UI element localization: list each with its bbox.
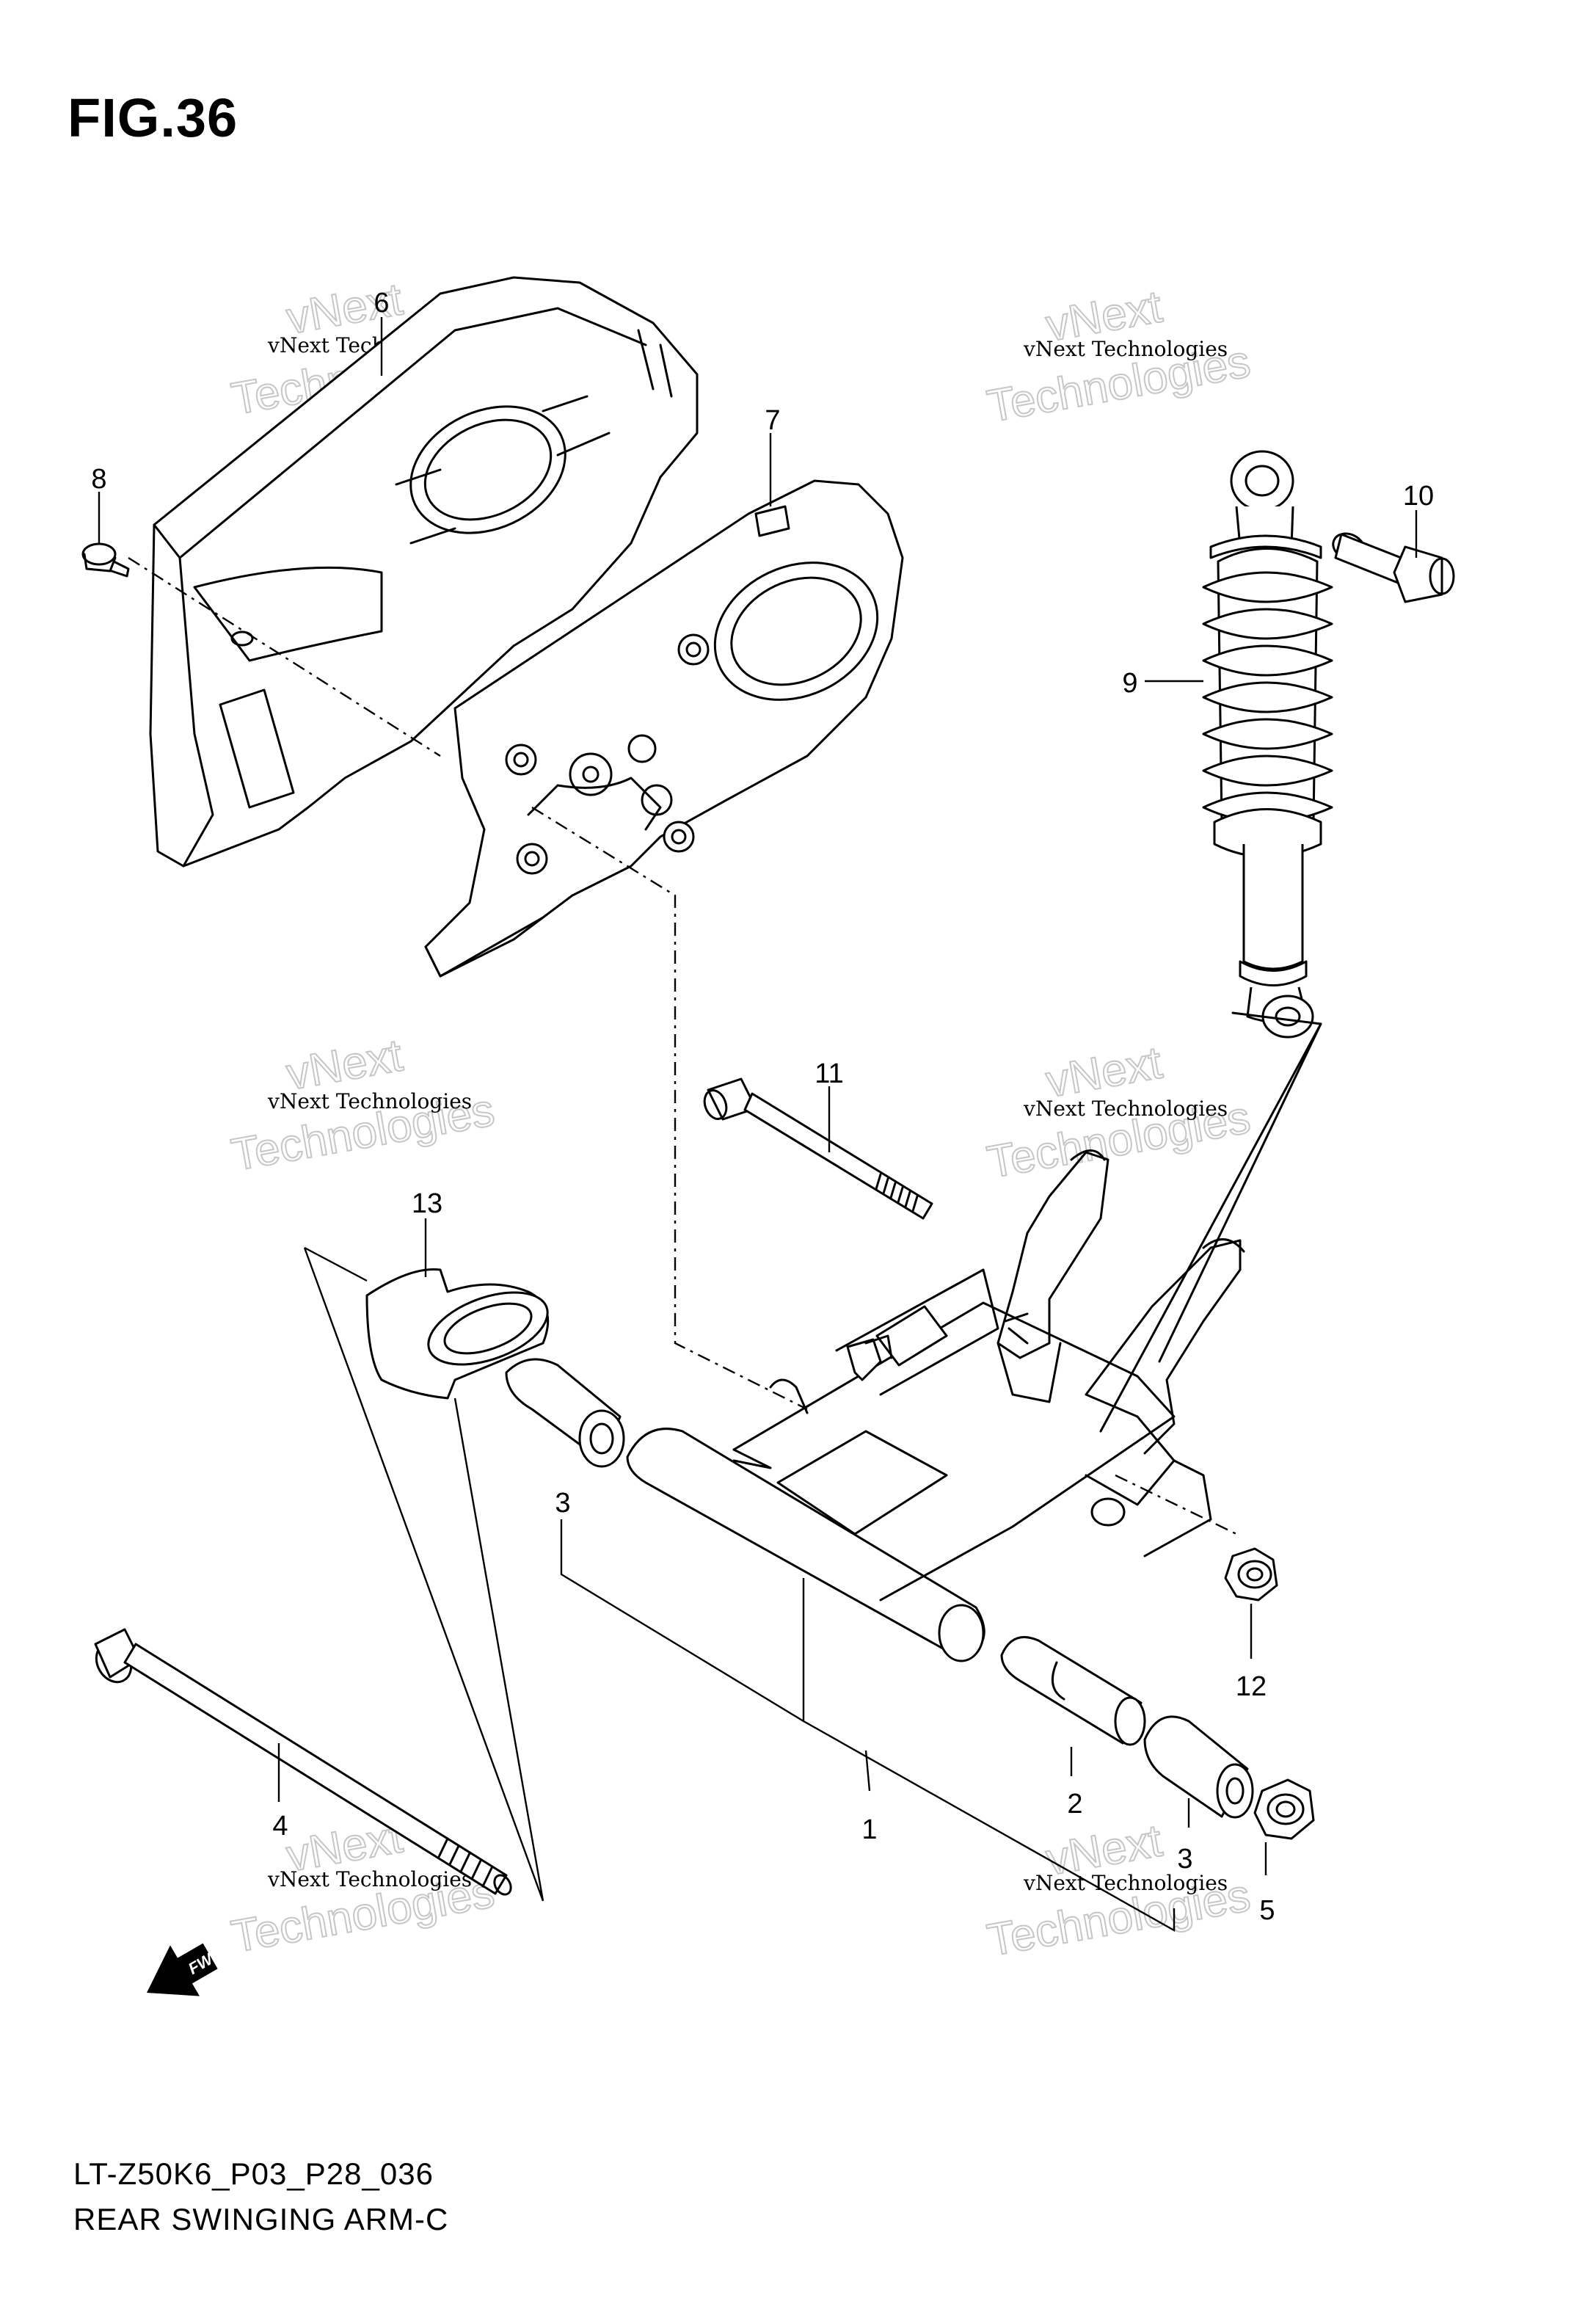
part-13-boot bbox=[365, 1268, 550, 1400]
svg-text:vNext Technologies: vNext Technologies bbox=[1023, 1871, 1228, 1895]
callout-10: 10 bbox=[1403, 481, 1434, 512]
part-6-chain-cover bbox=[149, 276, 699, 868]
alignment-line-7-to-arm bbox=[531, 806, 808, 1411]
watermark-bottom-right: Technologies vNext vNext Technologies bbox=[983, 1814, 1254, 1966]
callout-8: 8 bbox=[91, 464, 106, 495]
alignment-line-arm-to-12 bbox=[1115, 1474, 1237, 1535]
watermark-bottom-left: Technologies vNext vNext Technologies bbox=[227, 1811, 498, 1963]
callout-7: 7 bbox=[765, 405, 780, 436]
part-4-axle-bolt bbox=[94, 1628, 512, 1896]
callout-1: 1 bbox=[861, 1814, 877, 1845]
alignment-line-8-to-6 bbox=[128, 556, 441, 757]
callout-11: 11 bbox=[815, 1058, 843, 1089]
svg-text:vNext Technologies: vNext Technologies bbox=[267, 1867, 472, 1891]
callout-4: 4 bbox=[272, 1811, 288, 1842]
part-8-screw bbox=[81, 542, 130, 578]
figure-title: FIG.36 bbox=[68, 87, 238, 148]
callout-2: 2 bbox=[1067, 1789, 1082, 1820]
watermark-mid-left: Technologies vNext vNext Technologies bbox=[227, 1029, 498, 1181]
part-12-nut bbox=[1224, 1547, 1278, 1602]
part-1-swing-arm bbox=[626, 1011, 1322, 1662]
watermark-mid-right: Technologies vNext vNext Technologies bbox=[983, 1036, 1254, 1188]
part-10-shock-bolt bbox=[1332, 532, 1455, 603]
part-3-bushing-upper bbox=[505, 1358, 625, 1468]
callout-12: 12 bbox=[1236, 1671, 1267, 1702]
callout-6: 6 bbox=[374, 288, 389, 319]
part-11-bolt bbox=[703, 1077, 933, 1220]
footer-model-code: LT-Z50K6_P03_P28_036 bbox=[73, 2156, 434, 2191]
part-5-nut bbox=[1253, 1778, 1315, 1840]
callout-5: 5 bbox=[1259, 1895, 1275, 1926]
callout-9: 9 bbox=[1122, 668, 1137, 699]
watermark-top-right: Technologies vNext vNext Technologies bbox=[983, 280, 1254, 432]
leader-lines bbox=[98, 317, 1418, 1933]
callout-3-lower: 3 bbox=[1177, 1844, 1192, 1875]
fwd-arrow-icon: FWD bbox=[147, 1943, 226, 1996]
svg-text:vNext Technologies: vNext Technologies bbox=[1023, 1097, 1228, 1121]
callout-13: 13 bbox=[412, 1188, 442, 1219]
part-2-collar bbox=[1000, 1636, 1146, 1746]
callout-labels: 6 8 7 10 9 11 13 3 12 4 1 2 3 5 bbox=[91, 288, 1434, 1926]
svg-text:vNext Technologies: vNext Technologies bbox=[1023, 337, 1228, 361]
part-9-shock-absorber bbox=[1202, 450, 1333, 1039]
footer-diagram-name: REAR SWINGING ARM-C bbox=[73, 2202, 449, 2236]
svg-text:vNext Technologies: vNext Technologies bbox=[267, 1089, 472, 1113]
callout-3-upper: 3 bbox=[555, 1488, 570, 1519]
part-3-bushing-lower bbox=[1143, 1715, 1254, 1819]
part-7-chain-case bbox=[424, 479, 904, 978]
